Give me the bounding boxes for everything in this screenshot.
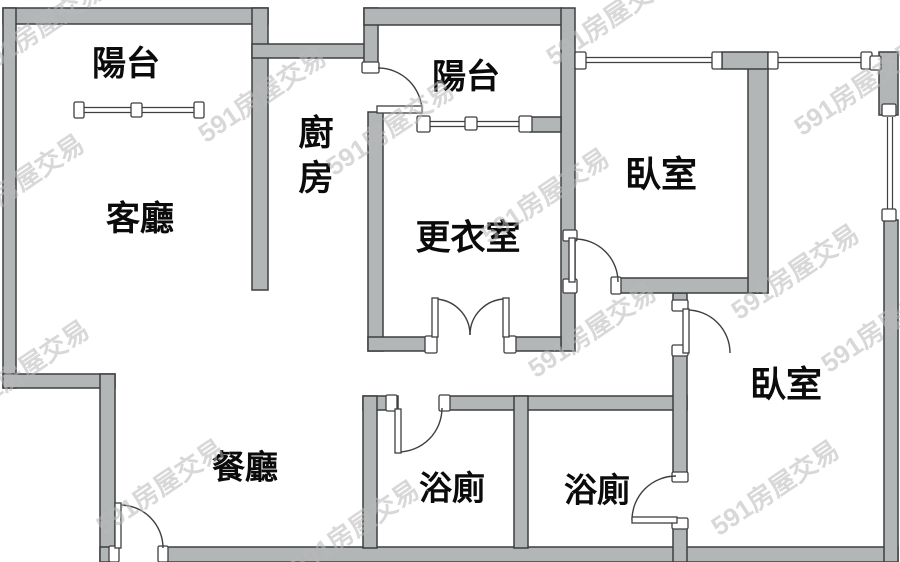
- wall-north-window-pier: [721, 51, 769, 70]
- entrance-cap-east: [157, 545, 169, 562]
- bedroom1-door-swing-arc: [574, 238, 619, 283]
- room-label-living-room: 客廳: [106, 199, 174, 238]
- north-window-cap-1: [574, 51, 587, 70]
- bathroom2-door-leaf: [631, 516, 678, 524]
- watermark-text-3: 591房屋交易: [789, 34, 900, 141]
- balcony1-window-handle: [130, 102, 143, 118]
- wall-bath-divider-wall: [513, 395, 529, 549]
- room-label-balcony-2: 陽台: [432, 58, 500, 96]
- wall-bedroom2-west-wall-mid: [672, 354, 688, 479]
- wall-bath1-west-wall: [362, 395, 378, 549]
- wall-closet-north-wall-east: [529, 116, 562, 133]
- closet-window-cap-east: [518, 115, 533, 133]
- room-label-balcony-1: 陽台: [92, 45, 160, 83]
- room-label-bedroom-2: 臥室: [750, 364, 822, 405]
- bedroom2-door-swing-arc: [686, 309, 731, 354]
- entrance-door-swing-arc: [119, 504, 164, 549]
- wall-bath-north-wall-east: [441, 395, 688, 411]
- wall-kitchen-wall: [251, 7, 269, 291]
- closet-door-right-leaf: [502, 297, 510, 338]
- closet-window-handle: [464, 116, 478, 131]
- closet-door-left-leaf: [431, 297, 439, 338]
- bedroom1-south-wall-cap: [610, 276, 622, 295]
- bedroom1-north-window-east: [778, 56, 862, 64]
- bedroom2-door-cap-top: [671, 299, 689, 312]
- entrance-door-leaf: [114, 502, 122, 549]
- north-window-cap-3: [767, 51, 779, 70]
- wall-bedroom1-east-wall: [747, 67, 769, 294]
- watermark-text-12: 591房屋交易: [706, 434, 845, 541]
- balcony2-door-leaf: [376, 105, 423, 114]
- wall-bottom-wall: [160, 546, 899, 562]
- wall-east-outer-wall: [883, 219, 899, 562]
- bathroom1-door-swing-arc: [397, 407, 443, 453]
- watermark-text-9: 591房屋交易: [523, 276, 662, 383]
- east-window-cap-top: [881, 103, 897, 117]
- watermark-text-7: 591房屋交易: [726, 218, 865, 325]
- balcony1-window-cap-west: [73, 101, 85, 119]
- room-label-kitchen: 廚房: [298, 113, 333, 198]
- wall-closet-south-wall-west: [367, 336, 428, 352]
- entrance-cap-west: [108, 545, 120, 562]
- east-corner-cap: [869, 55, 882, 71]
- north-window-cap-2: [711, 51, 723, 70]
- wall-southwest-wall: [99, 373, 116, 562]
- bathroom1-door-leaf: [394, 408, 402, 454]
- wall-balcony2-north-wall: [363, 7, 563, 26]
- balcony2-door-cap: [361, 61, 380, 74]
- east-window-cap-bottom: [881, 208, 897, 222]
- balcony2-door-swing-arc: [377, 67, 423, 113]
- room-label-walk-in-closet: 更衣室: [415, 218, 520, 258]
- bathroom2-door-swing-arc: [631, 475, 677, 521]
- closet-door-cap-west: [424, 335, 438, 354]
- bath1-door-cap-west: [385, 394, 398, 412]
- balcony1-window-cap-east: [193, 101, 205, 119]
- bath2-door-cap-top: [671, 471, 689, 483]
- bedroom2-east-window: [886, 117, 894, 211]
- bedroom1-north-window-west: [586, 56, 712, 64]
- watermark-text-6: 591房屋交易: [476, 142, 615, 249]
- room-label-bathroom-1: 浴廁: [419, 470, 485, 507]
- room-label-dining-room: 餐廳: [212, 449, 278, 486]
- closet-door-left-swing-arc: [434, 298, 471, 336]
- bedroom1-door-leaf: [568, 237, 576, 283]
- closet-door-cap-east: [503, 335, 517, 354]
- bath1-door-cap-east: [438, 394, 451, 412]
- closet-window-cap-west: [416, 115, 431, 133]
- bedroom2-door-leaf: [682, 308, 690, 354]
- room-label-bathroom-2: 浴廁: [564, 472, 630, 509]
- room-label-bedroom-1: 臥室: [625, 154, 697, 195]
- closet-door-right-swing-arc: [469, 298, 507, 336]
